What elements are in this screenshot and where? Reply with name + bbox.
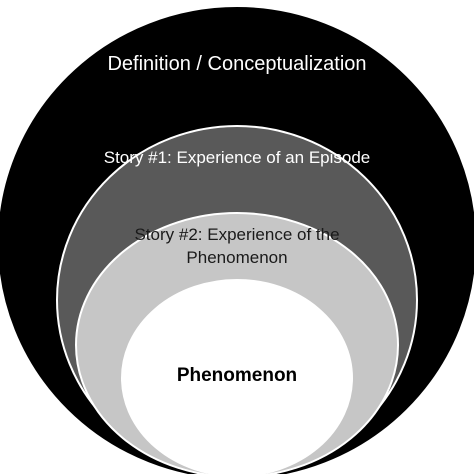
layer-story-2-label-line-1: Story #2: Experience of the (134, 225, 339, 244)
layer-definition-label: Definition / Conceptualization (107, 53, 366, 75)
layer-story-1-label: Story #1: Experience of an Episode (104, 148, 371, 167)
layer-story-2-label-line-2: Phenomenon (186, 248, 287, 267)
layer-phenomenon-ellipse (121, 279, 353, 474)
layer-phenomenon-label: Phenomenon (177, 365, 297, 386)
